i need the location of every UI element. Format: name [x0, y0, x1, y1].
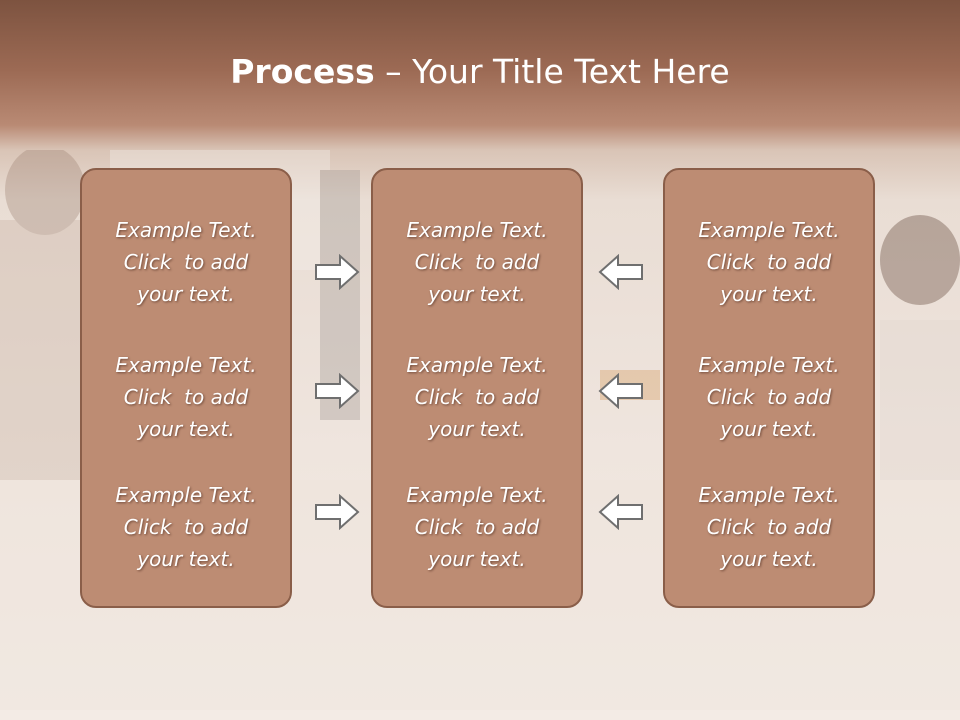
text-block[interactable]: Example Text. Click to add your text. — [665, 349, 873, 445]
left-arrow-icon[interactable] — [598, 254, 644, 290]
text-block[interactable]: Example Text. Click to add your text. — [665, 214, 873, 310]
text-line: your text. — [137, 282, 235, 306]
title-bold: Process — [230, 52, 375, 91]
text-line: Example Text. — [115, 483, 257, 507]
text-line: Example Text. — [406, 218, 548, 242]
text-line: your text. — [428, 417, 526, 441]
text-block[interactable]: Example Text. Click to add your text. — [373, 214, 581, 310]
text-block[interactable]: Example Text. Click to add your text. — [82, 214, 290, 310]
text-line: your text. — [720, 547, 818, 571]
process-panel-right[interactable]: Example Text. Click to add your text. Ex… — [663, 168, 875, 608]
text-line: Example Text. — [406, 483, 548, 507]
left-arrow-icon[interactable] — [598, 373, 644, 409]
text-block[interactable]: Example Text. Click to add your text. — [373, 349, 581, 445]
text-line: your text. — [428, 282, 526, 306]
right-arrow-icon[interactable] — [314, 373, 360, 409]
right-arrow-icon[interactable] — [314, 494, 360, 530]
process-panel-center[interactable]: Example Text. Click to add your text. Ex… — [371, 168, 583, 608]
text-line: Click to add — [123, 385, 249, 409]
text-block[interactable]: Example Text. Click to add your text. — [82, 349, 290, 445]
text-line: Click to add — [414, 515, 540, 539]
text-line: Click to add — [706, 250, 832, 274]
text-line: Click to add — [123, 515, 249, 539]
text-line: Click to add — [414, 250, 540, 274]
text-line: Example Text. — [698, 353, 840, 377]
text-line: your text. — [137, 417, 235, 441]
left-arrow-icon[interactable] — [598, 494, 644, 530]
text-block[interactable]: Example Text. Click to add your text. — [373, 479, 581, 575]
text-line: Example Text. — [698, 218, 840, 242]
text-block[interactable]: Example Text. Click to add your text. — [665, 479, 873, 575]
text-line: Click to add — [123, 250, 249, 274]
text-line: Example Text. — [115, 218, 257, 242]
slide-title[interactable]: Process – Your Title Text Here — [0, 52, 960, 91]
text-line: Example Text. — [698, 483, 840, 507]
text-line: your text. — [720, 417, 818, 441]
text-line: Click to add — [414, 385, 540, 409]
text-line: Click to add — [706, 385, 832, 409]
process-panel-left[interactable]: Example Text. Click to add your text. Ex… — [80, 168, 292, 608]
text-line: your text. — [720, 282, 818, 306]
right-arrow-icon[interactable] — [314, 254, 360, 290]
text-line: your text. — [137, 547, 235, 571]
text-line: your text. — [428, 547, 526, 571]
title-rest: – Your Title Text Here — [374, 52, 730, 91]
text-line: Click to add — [706, 515, 832, 539]
text-line: Example Text. — [406, 353, 548, 377]
text-line: Example Text. — [115, 353, 257, 377]
text-block[interactable]: Example Text. Click to add your text. — [82, 479, 290, 575]
